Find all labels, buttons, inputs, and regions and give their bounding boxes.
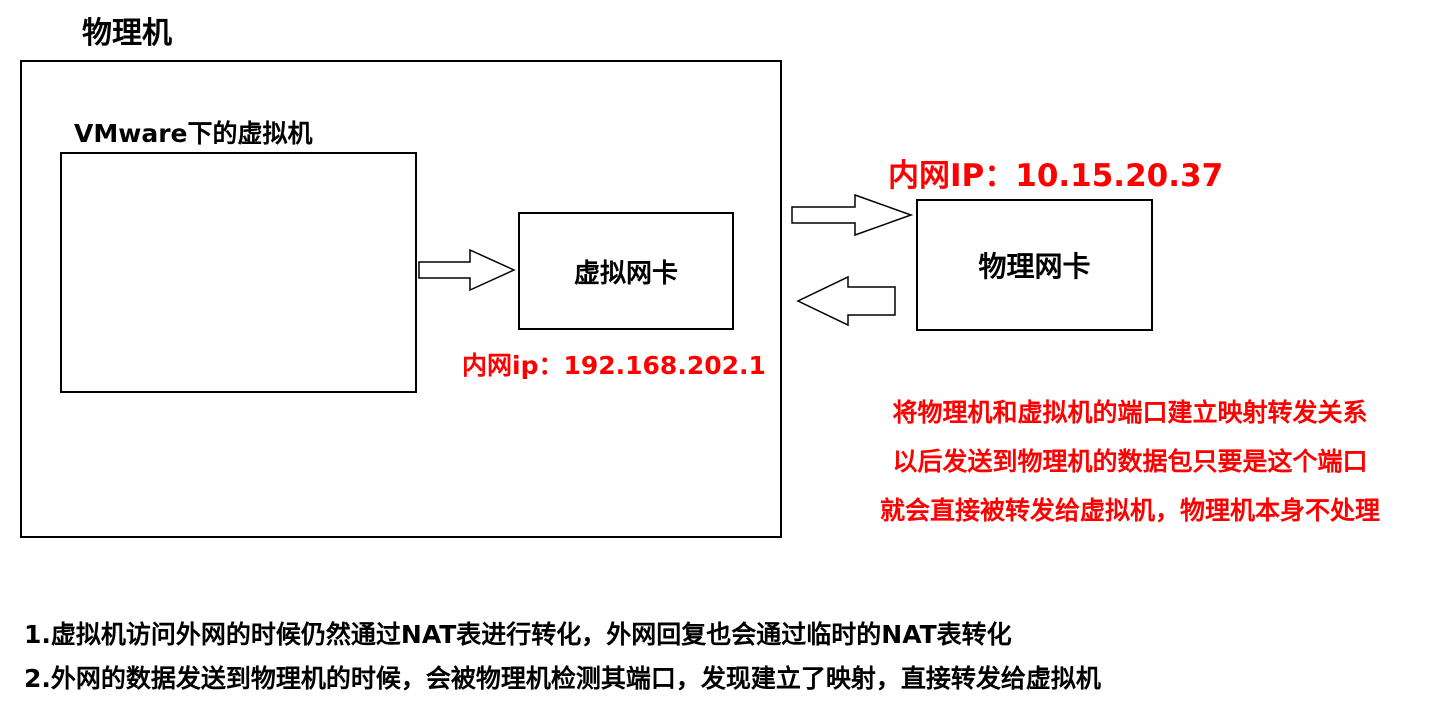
virtual-nic-box: 虚拟网卡 [518,212,734,330]
physical-nic-box: 物理网卡 [916,199,1153,331]
note-line: 将物理机和虚拟机的端口建立映射转发关系 [892,398,1368,427]
note-line: 就会直接被转发给虚拟机，物理机本身不处理 [879,496,1380,525]
note-line: 以后发送到物理机的数据包只要是这个端口 [892,447,1368,476]
footer-line-1: 1.虚拟机访问外网的时候仍然通过NAT表进行转化，外网回复也会通过临时的NAT表… [24,620,1012,649]
vm-box [60,152,417,393]
virtual-nic-label: 虚拟网卡 [573,258,678,289]
port-mapping-note: 将物理机和虚拟机的端口建立映射转发关系 以后发送到物理机的数据包只要是这个端口 … [830,393,1430,533]
vm-to-virtual-nic-arrow [418,248,516,292]
physical-machine-title: 物理机 [82,16,172,51]
physical-nic-ip: 内网IP：10.15.20.37 [888,158,1224,194]
virtual-to-physical-arrow [791,193,914,237]
footer-line-2: 2.外网的数据发送到物理机的时候，会被物理机检测其端口，发现建立了映射，直接转发… [24,664,1101,693]
physical-to-virtual-arrow [796,275,896,327]
vm-title: VMware下的虚拟机 [74,119,313,148]
physical-nic-label: 物理网卡 [978,250,1091,283]
virtual-nic-ip: 内网ip：192.168.202.1 [462,351,766,380]
